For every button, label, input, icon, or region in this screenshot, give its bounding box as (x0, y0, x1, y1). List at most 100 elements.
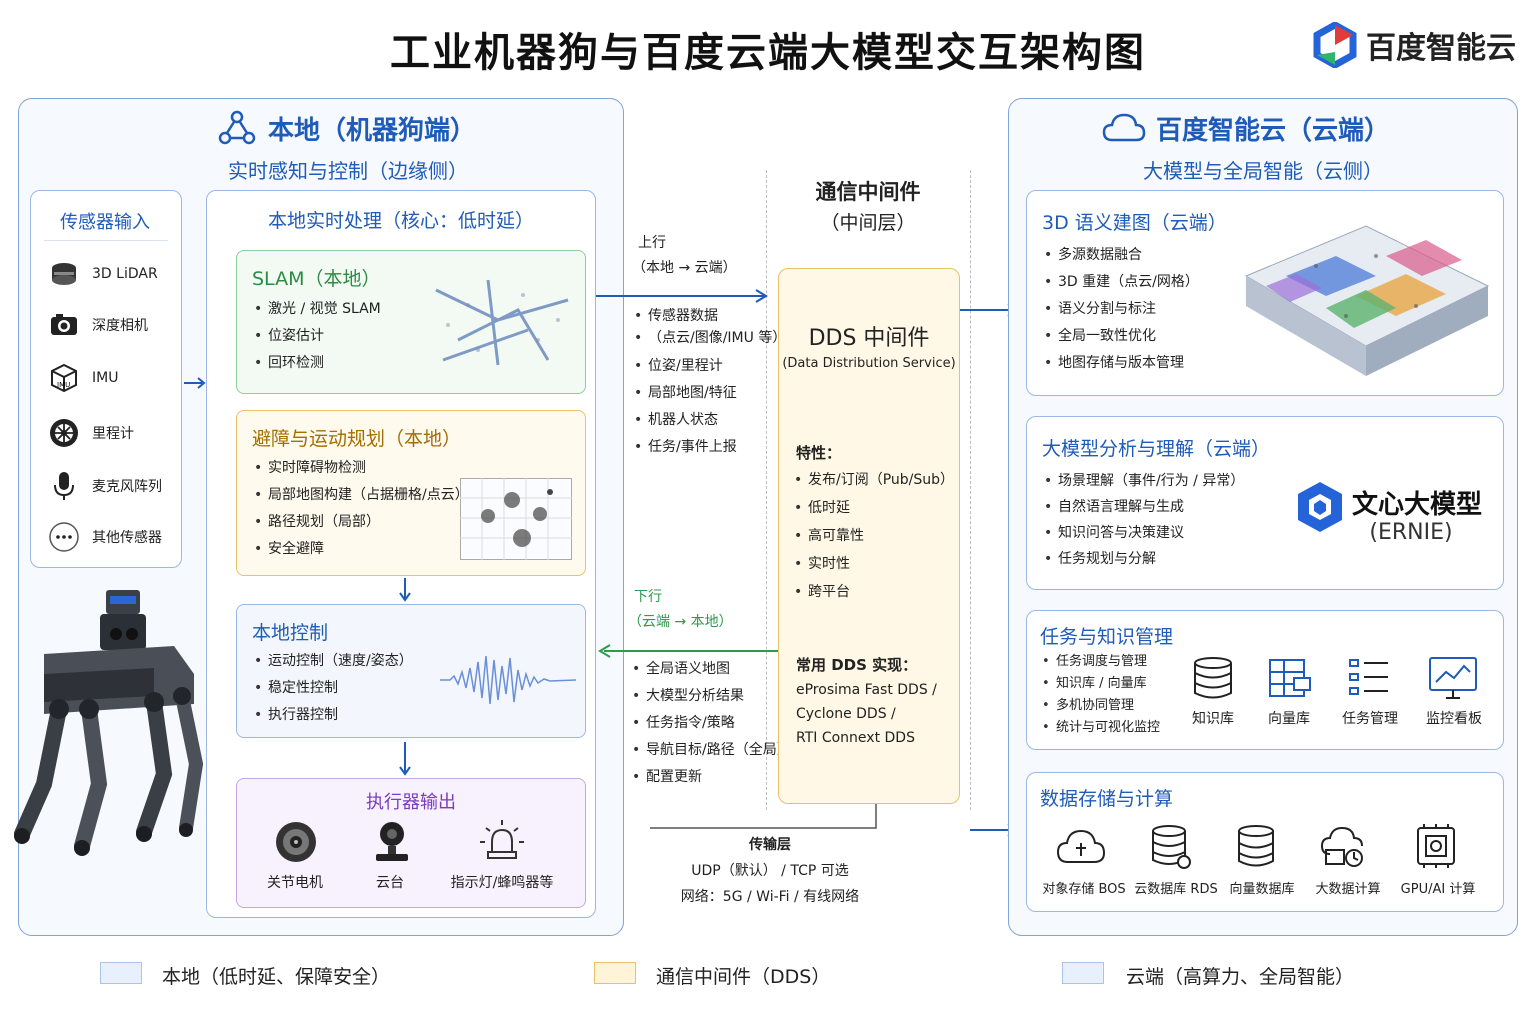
page-title: 工业机器狗与百度云端大模型交互架构图 (390, 30, 1146, 76)
transport-line2: 网络：5G / Wi-Fi / 有线网络 (680, 889, 860, 905)
mapping-title: 3D 语义建图（云端） (1042, 212, 1227, 234)
ernie-logo-icon (1298, 482, 1342, 532)
storage-box (1026, 772, 1504, 912)
wheel-icon (50, 419, 78, 447)
indicator-light-icon (480, 820, 524, 859)
legend-cloud-label: 云端（高算力、全局智能） (1126, 966, 1355, 988)
control-list: 运动控制（速度/姿态） 稳定性控制 执行器控制 (252, 648, 413, 729)
more-icon (49, 522, 79, 552)
sensor-odometer: 里程计 (48, 417, 134, 449)
microphone-icon (54, 472, 74, 500)
logo-text: 百度智能云 (1366, 31, 1516, 66)
vector-database-icon (1238, 825, 1274, 867)
dds-subtitle: (Data Distribution Service) (782, 356, 956, 371)
processing-title: 本地实时处理（核心：低时延） (267, 210, 534, 232)
semantic-map-image (1244, 225, 1490, 376)
dds-impl-2: Cyclone DDS / (796, 706, 896, 722)
dds-features-title: 特性： (796, 444, 842, 462)
analysis-title: 大模型分析与理解（云端） (1042, 438, 1271, 460)
uplink-arrow (596, 289, 768, 303)
uplink-direction: （本地 → 云端） (632, 260, 737, 276)
planning-list: 实时障碍物检测 局部地图构建（占据栅格/点云） 路径规划（局部） 安全避障 (252, 455, 469, 563)
uplink-list: 传感器数据 （点云/图像/IMU 等） 位姿/里程计 局部地图/特征 机器人状态… (632, 305, 786, 461)
uplink-label: 上行 (638, 235, 666, 251)
dds-impl-1: eProsima Fast DDS / (796, 682, 937, 698)
dds-features-list: 发布/订阅（Pub/Sub） 低时延 高可靠性 实时性 跨平台 (792, 466, 954, 606)
sensor-other: 其他传感器 (48, 521, 162, 553)
gpu-compute-icon (1417, 824, 1455, 868)
task-management-label: 任务管理 (1342, 711, 1398, 727)
middle-divider-left (766, 170, 767, 810)
lidar-icon (52, 263, 76, 285)
cube-icon: IMU (51, 363, 77, 393)
planning-to-control-arrow (399, 578, 411, 602)
big-data-compute-label: 大数据计算 (1315, 882, 1381, 897)
cloud-database-icon (1152, 825, 1191, 869)
dds-impl-3: RTI Connext DDS (796, 730, 915, 746)
object-storage-icon (1056, 829, 1106, 863)
joint-motor-label: 关节电机 (267, 875, 323, 891)
downlink-direction: （云端 → 本地） (628, 614, 733, 630)
big-data-compute-icon (1320, 826, 1363, 867)
slam-map-image (435, 279, 569, 366)
sensor-to-processing-arrow (184, 377, 206, 389)
legend-middleware-swatch (594, 962, 636, 984)
vector-store-label: 向量库 (1268, 711, 1310, 727)
cloud-icon (1102, 113, 1146, 142)
ernie-english: (ERNIE) (1369, 520, 1453, 545)
joint-motor-icon (276, 822, 316, 862)
slam-list: 激光 / 视觉 SLAM 位姿估计 回环检测 (252, 296, 381, 377)
downlink-label: 下行 (634, 589, 662, 605)
camera-icon (51, 314, 77, 335)
local-subtitle: 实时感知与控制（边缘侧） (228, 159, 468, 183)
dds-impl-title: 常用 DDS 实现： (796, 656, 918, 674)
downlink-list: 全局语义地图 大模型分析结果 任务指令/策略 导航目标/路径（全局） 配置更新 (630, 656, 791, 791)
middleware-title: 通信中间件 (815, 180, 921, 204)
waveform-image (440, 655, 576, 705)
knowledge-base-icon (1194, 657, 1232, 699)
downlink-arrow (598, 644, 778, 658)
dds-title: DDS 中间件 (808, 326, 930, 351)
sensor-imu: IMU IMU (48, 362, 118, 394)
storage-title: 数据存储与计算 (1040, 788, 1174, 810)
cloud-database-label: 云数据库 RDS (1134, 882, 1218, 897)
control-to-actuator-arrow (399, 742, 411, 776)
planning-title: 避障与运动规划（本地） (252, 428, 462, 450)
baidu-cloud-logo-icon (1313, 22, 1357, 68)
sensor-input-title: 传感器输入 (60, 212, 150, 233)
actuator-title: 执行器输出 (366, 792, 456, 813)
middle-divider-right (970, 170, 971, 810)
slam-title: SLAM（本地） (252, 268, 381, 290)
network-icon (218, 110, 256, 145)
cloud-title: 百度智能云（云端） (1156, 116, 1391, 146)
knowledge-base-label: 知识库 (1192, 711, 1234, 727)
mapping-list: 多源数据融合 3D 重建（点云/网格） 语义分割与标注 全局一致性优化 地图存储… (1042, 242, 1199, 377)
local-title: 本地（机器狗端） (268, 116, 477, 146)
baidu-logo: 百度智能云 (1312, 22, 1516, 68)
sensor-input-box (30, 190, 182, 568)
analysis-list: 场景理解（事件/行为 / 异常） 自然语言理解与生成 知识问答与决策建议 任务规… (1042, 468, 1244, 572)
task-title: 任务与知识管理 (1040, 626, 1174, 648)
sensor-lidar: 3D LiDAR (48, 258, 158, 290)
gimbal-icon (376, 822, 408, 861)
monitoring-dashboard-icon (1429, 657, 1477, 699)
legend-local-swatch (100, 962, 142, 984)
cloud-subtitle: 大模型与全局智能（云侧） (1143, 159, 1383, 183)
legend-local-label: 本地（低时延、保障安全） (162, 966, 391, 988)
transport-title: 传输层 (749, 837, 791, 853)
monitoring-dashboard-label: 监控看板 (1426, 711, 1482, 727)
ernie-name: 文心大模型 (1352, 490, 1483, 520)
sensor-depth-camera: 深度相机 (48, 309, 148, 341)
svg-text:IMU: IMU (57, 381, 70, 389)
task-management-icon (1349, 659, 1388, 695)
vector-database-label: 向量数据库 (1229, 882, 1295, 897)
indicator-light-label: 指示灯/蜂鸣器等 (450, 875, 554, 891)
transport-line1: UDP（默认） / TCP 可选 (691, 863, 849, 879)
vector-store-icon (1269, 659, 1311, 697)
task-list: 任务调度与管理 知识库 / 向量库 多机协同管理 统计与可视化监控 (1040, 651, 1160, 739)
sensor-microphone: 麦克风阵列 (48, 470, 162, 502)
gpu-compute-label: GPU/AI 计算 (1400, 882, 1476, 897)
transport-connector (650, 804, 877, 829)
gimbal-label: 云台 (376, 875, 404, 891)
legend-middleware-label: 通信中间件（DDS） (656, 966, 831, 988)
